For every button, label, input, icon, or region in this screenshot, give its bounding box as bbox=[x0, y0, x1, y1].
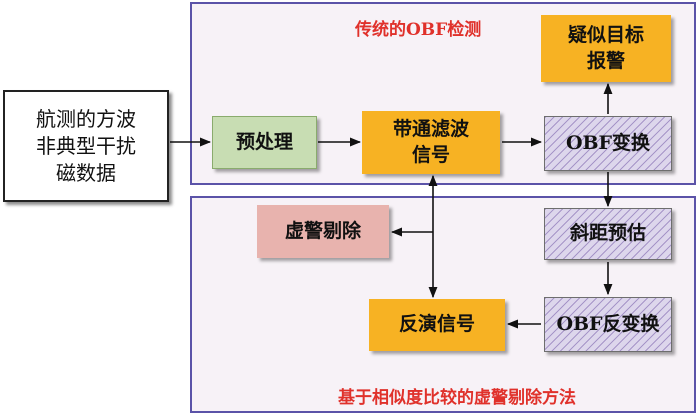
inverse-signal-box: 反演信号 bbox=[369, 299, 505, 351]
suspect-target-alarm-box: 疑似目标 报警 bbox=[541, 15, 671, 82]
suspect-target-alarm-label: 疑似目标 报警 bbox=[567, 23, 644, 72]
preprocess-box: 预处理 bbox=[212, 116, 317, 169]
obf-transform-box: OBF变换 bbox=[544, 116, 672, 171]
bandpass-box: 带通滤波 信号 bbox=[362, 111, 500, 174]
traditional-obf-title: 传统的OBF检测 bbox=[355, 20, 482, 40]
inverse-signal-label: 反演信号 bbox=[398, 313, 475, 336]
inverse-obf-label: OBF反变换 bbox=[556, 312, 660, 335]
false-alarm-removal-box: 虚警剔除 bbox=[257, 205, 389, 258]
slant-range-estimate-label: 斜距预估 bbox=[569, 222, 646, 245]
bandpass-label: 带通滤波 信号 bbox=[392, 117, 469, 166]
obf-transform-label: OBF变换 bbox=[565, 131, 651, 154]
input-data-box: 航测的方波 非典型干扰 磁数据 bbox=[3, 90, 169, 202]
slant-range-estimate-box: 斜距预估 bbox=[544, 208, 672, 260]
input-data-label: 航测的方波 非典型干扰 磁数据 bbox=[36, 106, 136, 185]
inverse-obf-box: OBF反变换 bbox=[544, 297, 672, 352]
preprocess-label: 预处理 bbox=[235, 130, 293, 153]
false-alarm-removal-title: 基于相似度比较的虚警剔除方法 bbox=[338, 388, 576, 408]
false-alarm-removal-label: 虚警剔除 bbox=[284, 219, 361, 242]
